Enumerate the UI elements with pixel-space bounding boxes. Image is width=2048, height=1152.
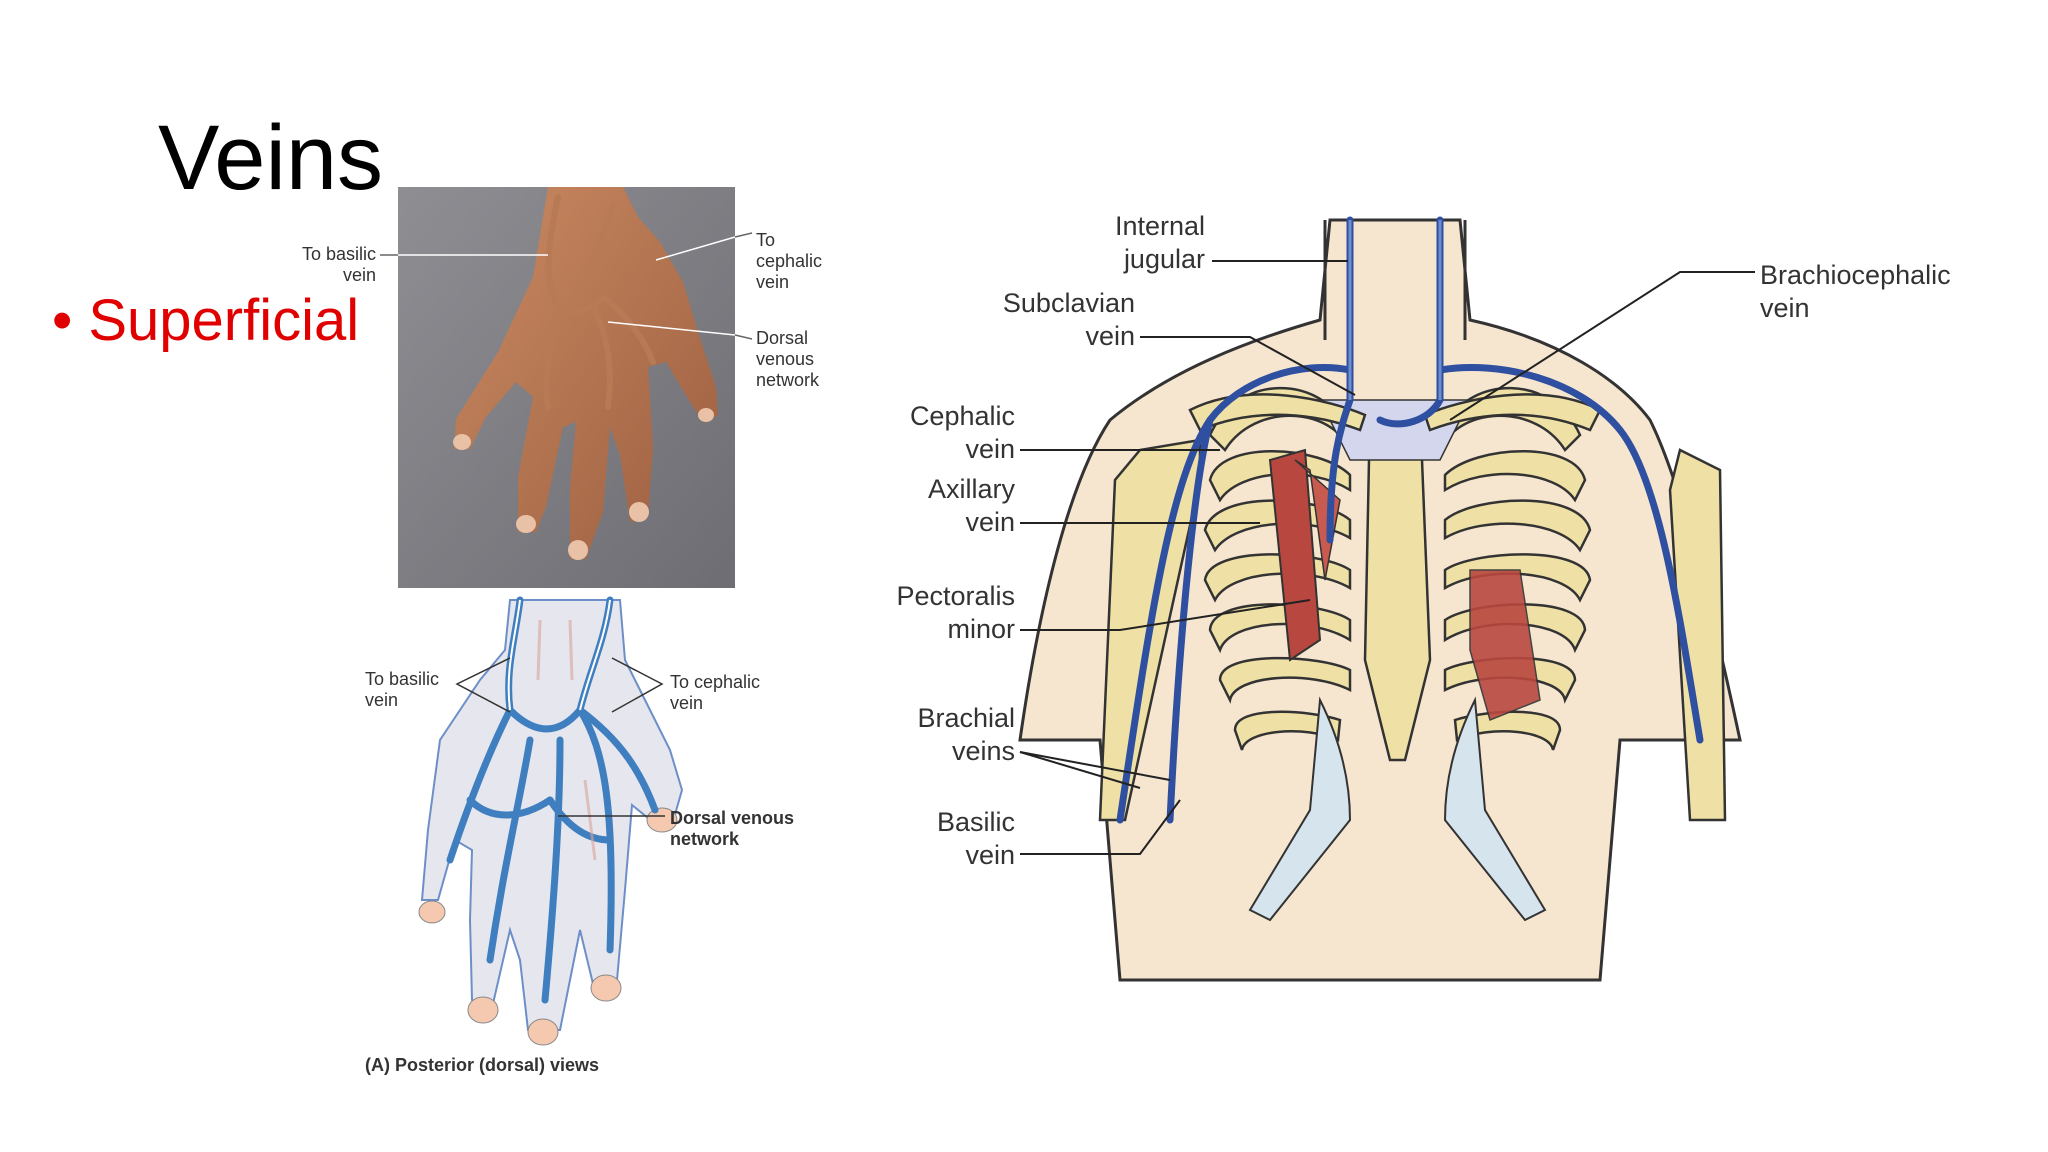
photo-label-cephalic: To cephalic vein <box>756 230 823 292</box>
photo-label-dorsal: Dorsal venous network <box>756 328 820 390</box>
illustration-label-dorsal: Dorsal venous network <box>670 808 795 849</box>
illustration-label-basilic: To basilic vein <box>365 669 440 710</box>
chest-label-basilic: Basilic vein <box>936 807 1015 870</box>
chest-label-subclavian: Subclavian vein <box>1002 288 1135 351</box>
chest-label-internal-jugular: Internal jugular <box>1114 211 1205 274</box>
illustration-label-cephalic: To cephalic vein <box>670 672 761 713</box>
chest-label-pectoralis: Pectoralis minor <box>896 581 1015 644</box>
hand-illustration <box>418 596 684 1046</box>
bullet-text: Superficial <box>88 288 360 353</box>
chest-label-brachiocephalic: Brachiocephalic vein <box>1760 260 1951 323</box>
bullet-dot: • <box>52 288 73 353</box>
chest-diagram <box>1018 216 1742 982</box>
chest-label-brachial: Brachial veins <box>917 703 1015 766</box>
slide-title: Veins <box>158 107 384 209</box>
chest-label-axillary: Axillary vein <box>927 474 1015 537</box>
hand-photo <box>398 187 736 588</box>
bullet-item: •Superficial <box>52 292 359 350</box>
chest-label-cephalic: Cephalic vein <box>909 401 1015 464</box>
illustration-caption: (A) Posterior (dorsal) views <box>365 1055 600 1075</box>
photo-label-basilic: To basilic vein <box>301 244 376 285</box>
